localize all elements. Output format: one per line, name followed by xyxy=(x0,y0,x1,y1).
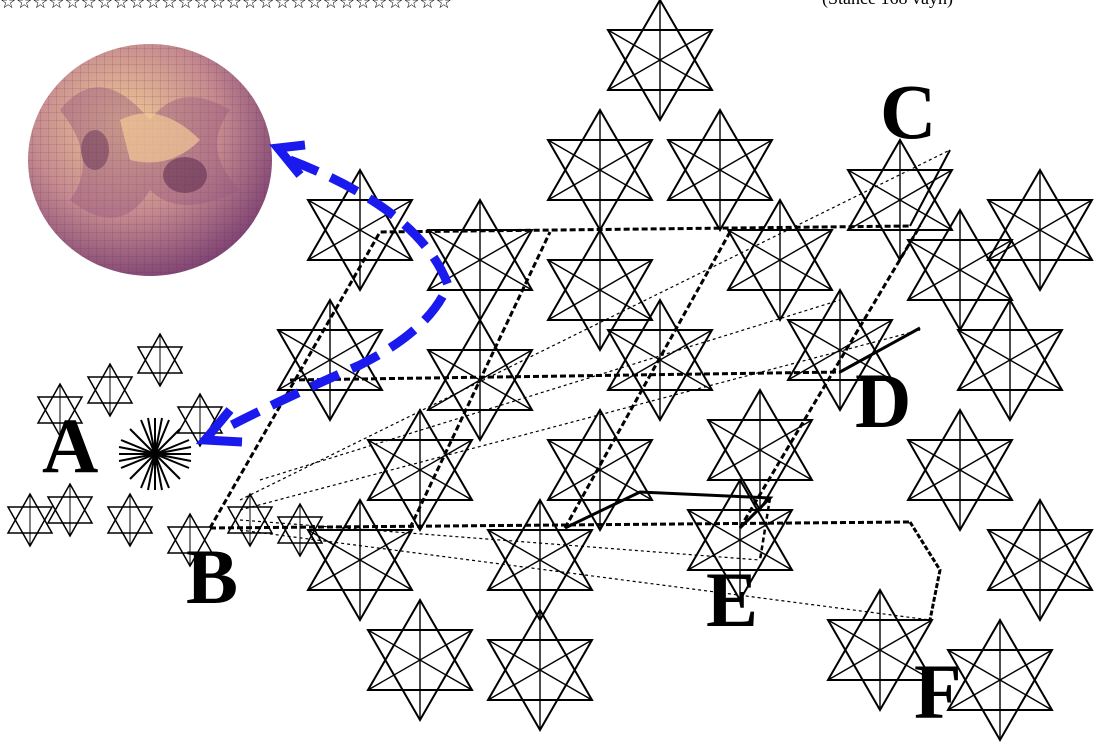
manifold-icon xyxy=(28,44,272,276)
label-f: F xyxy=(914,648,962,735)
label-c: C xyxy=(880,68,936,155)
star-strip: ☆☆☆☆☆☆☆☆☆☆☆☆☆☆☆☆☆☆☆☆☆☆☆☆☆☆☆☆ xyxy=(0,0,452,12)
header-caption: (Stance 168 vayh) xyxy=(822,0,953,9)
label-b: B xyxy=(186,533,238,620)
label-a: A xyxy=(42,402,98,489)
label-d: D xyxy=(855,357,911,444)
label-e: E xyxy=(706,556,758,643)
